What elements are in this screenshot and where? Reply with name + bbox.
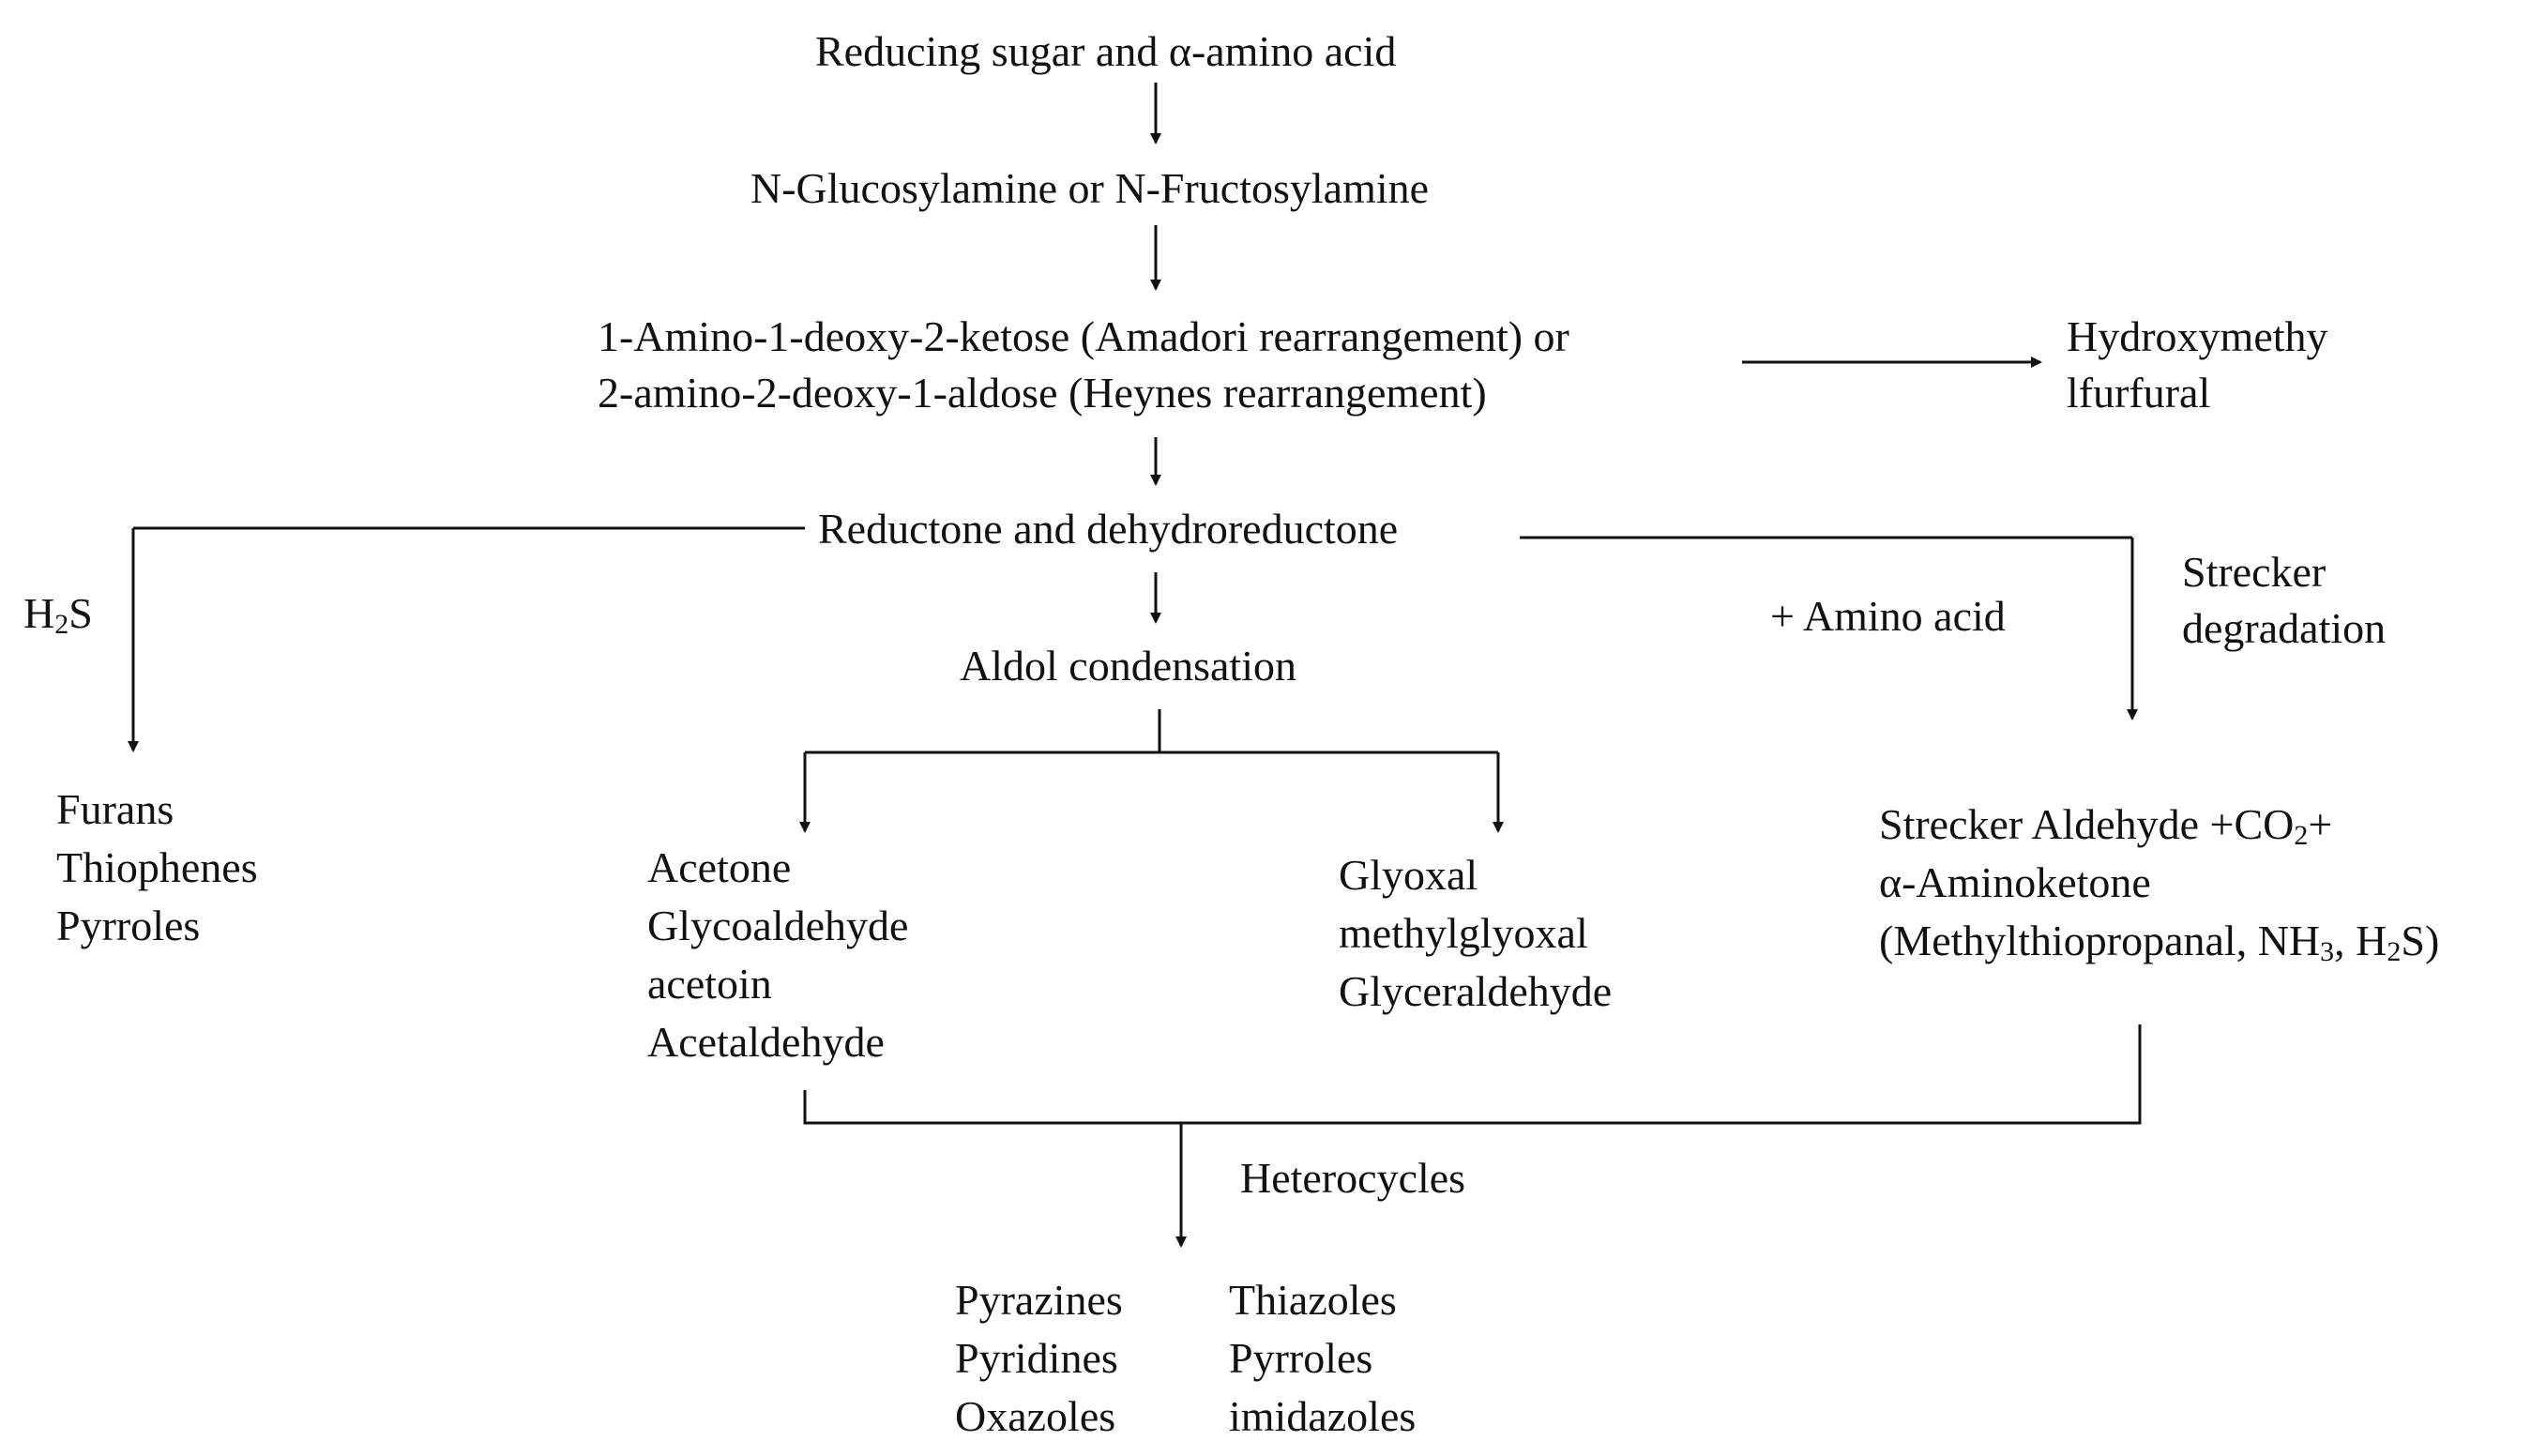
group-glyoxal: Glyoxal methylglyoxal Glyceraldehyde (1339, 846, 1612, 1021)
group-acetone: Acetone Glycoaldehyde acetoin Acetaldehy… (647, 839, 908, 1071)
list-item: imidazoles (1229, 1392, 1417, 1440)
list-item: Thiazoles (1229, 1276, 1397, 1324)
node-strecker-line3: (Methylthiopropanal, NH3, H2S) (1879, 917, 2440, 967)
node-aldol: Aldol condensation (960, 642, 1296, 690)
label-strecker-line1: Strecker (2182, 548, 2326, 596)
node-hmf-line1: Hydroxymethy (2067, 312, 2328, 360)
list-item: Pyrazines (955, 1276, 1123, 1324)
list-item: Glyoxal (1339, 851, 1478, 899)
group-furans: Furans Thiophenes Pyrroles (56, 781, 258, 955)
list-item: Acetaldehyde (647, 1018, 885, 1066)
node-strecker-line1: Strecker Aldehyde +CO2+ (1879, 800, 2333, 851)
node-strecker-line2: α-Aminoketone (1879, 858, 2151, 906)
node-reducing-sugar: Reducing sugar and α-amino acid (815, 27, 1397, 75)
label-strecker-line2: degradation (2182, 604, 2387, 652)
node-amadori-line2: 2-amino-2-deoxy-1-aldose (Heynes rearran… (598, 369, 1487, 417)
node-amadori-line1: 1-Amino-1-deoxy-2-ketose (Amadori rearra… (598, 312, 1569, 360)
list-item: Oxazoles (955, 1392, 1116, 1440)
list-item: Glycoaldehyde (647, 902, 909, 949)
group-heterocycles-right: Thiazoles Pyrroles imidazoles (1229, 1271, 1416, 1446)
node-hmf-line2: lfurfural (2067, 369, 2211, 417)
list-item: methylglyoxal (1339, 909, 1588, 957)
list-item: Glyceraldehyde (1339, 967, 1613, 1015)
list-item: Acetone (647, 843, 792, 891)
node-reductone: Reductone and dehydroreductone (818, 505, 1399, 553)
list-item: Furans (56, 785, 174, 833)
label-h2s: H2S (23, 589, 93, 640)
node-heterocycles: Heterocycles (1240, 1154, 1466, 1202)
list-item: Thiophenes (56, 843, 258, 891)
node-glucosylamine: N-Glucosylamine or N-Fructosylamine (750, 164, 1430, 212)
label-amino-acid: + Amino acid (1770, 592, 2006, 640)
list-item: Pyrroles (56, 902, 201, 949)
list-item: acetoin (647, 960, 772, 1008)
group-heterocycles-left: Pyrazines Pyridines Oxazoles (955, 1271, 1123, 1446)
list-item: Pyridines (955, 1334, 1118, 1382)
line-merge-bracket (803, 1024, 2142, 1125)
list-item: Pyrroles (1229, 1334, 1373, 1382)
